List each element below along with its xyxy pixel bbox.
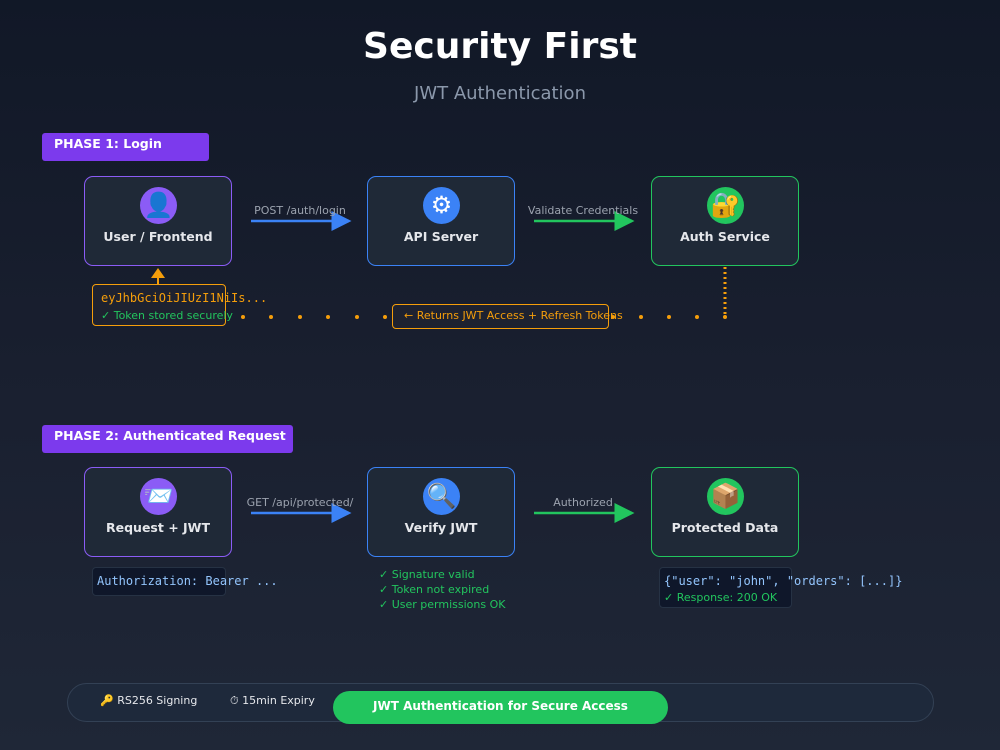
token-status: ✓ Token stored securely (101, 309, 233, 322)
check-signature: ✓ Signature valid (379, 568, 475, 581)
edge-label-get-protected: GET /api/protected/ (246, 496, 354, 509)
user-icon: 👤 (140, 187, 177, 224)
edge-label-post-login: POST /auth/login (254, 204, 346, 217)
token-card: eyJhbGciOiJIUzI1NiIs... ✓ Token stored s… (92, 284, 267, 326)
node-api-server: ⚙ API Server (367, 176, 515, 266)
node-user-frontend: 👤 User / Frontend (84, 176, 232, 266)
node-protected-data: 📦 Protected Data (651, 467, 799, 557)
node-label: Request + JWT (106, 520, 210, 535)
return-tokens-label: ← Returns JWT Access + Refresh Tokens (392, 304, 623, 329)
node-verify-jwt: 🔍 Verify JWT (367, 467, 515, 557)
footer-expiry: ⏱ 15min Expiry (230, 694, 315, 707)
edge-label-validate: Validate Credentials (527, 204, 639, 217)
response-body: {"user": "john", "orders": [...]} (664, 574, 903, 588)
edge-label-authorized: Authorized (553, 496, 613, 509)
check-expiry: ✓ Token not expired (379, 583, 490, 596)
node-request-jwt: 📨 Request + JWT (84, 467, 232, 557)
node-auth-service: 🔐 Auth Service (651, 176, 799, 266)
node-label: User / Frontend (103, 229, 213, 244)
auth-header-card: Authorization: Bearer ... (92, 567, 278, 596)
magnifier-icon: 🔍 (423, 478, 460, 515)
footer-banner: JWT Authentication for Secure Access (333, 691, 668, 724)
phase2-badge: PHASE 2: Authenticated Request (42, 425, 293, 453)
response-status: ✓ Response: 200 OK (664, 591, 778, 604)
token-value: eyJhbGciOiJIUzI1NiIs... (101, 291, 268, 305)
check-permissions: ✓ User permissions OK (379, 598, 506, 611)
node-label: Verify JWT (404, 520, 478, 535)
node-label: API Server (403, 229, 479, 244)
return-path-dots (241, 315, 727, 319)
footer-rs256: 🔑 RS256 Signing (100, 694, 198, 707)
node-label: Auth Service (680, 229, 770, 244)
phase1-badge: PHASE 1: Login (42, 133, 209, 161)
response-card: {"user": "john", "orders": [...]} ✓ Resp… (659, 567, 902, 608)
gear-icon: ⚙ (423, 187, 460, 224)
lock-icon: 🔐 (707, 187, 744, 224)
package-icon: 📦 (707, 478, 744, 515)
return-arrowhead (151, 268, 165, 278)
envelope-icon: 📨 (140, 478, 177, 515)
auth-header-value: Authorization: Bearer ... (97, 574, 278, 588)
page-title: Security First (363, 26, 637, 67)
node-label: Protected Data (671, 520, 779, 535)
page-subtitle: JWT Authentication (414, 83, 586, 104)
